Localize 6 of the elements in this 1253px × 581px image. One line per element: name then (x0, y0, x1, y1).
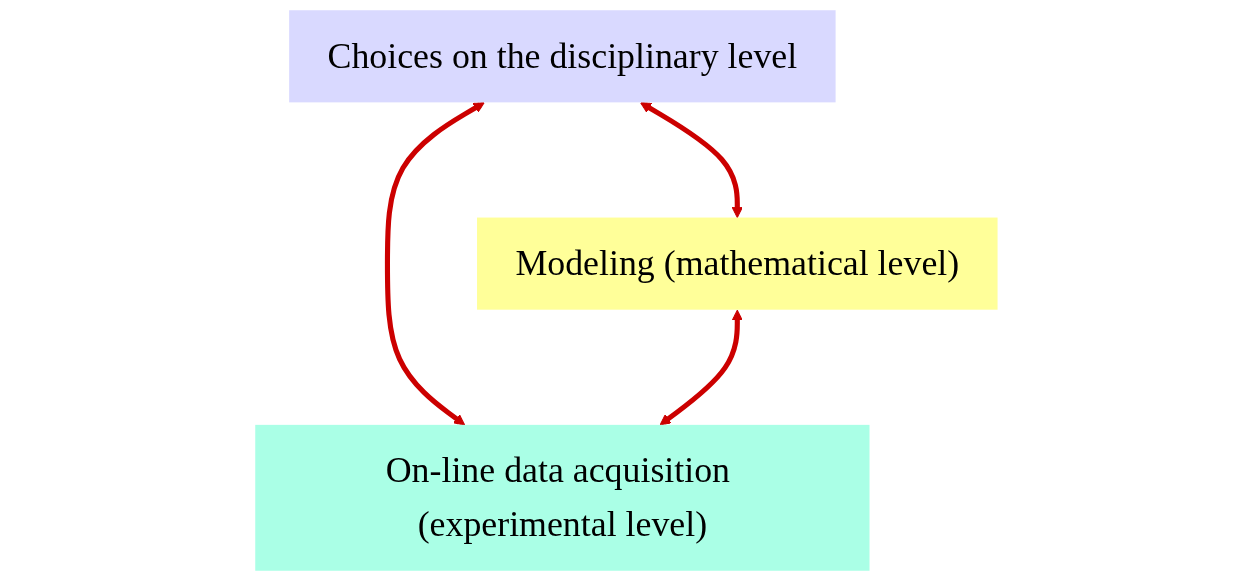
arrow (385, 102, 485, 426)
node-box: Modeling (mathematical level) (477, 217, 998, 310)
node-box: On-line data acquisition (experimental level) (255, 424, 870, 571)
arrow (659, 309, 743, 426)
node-box: Choices on the disciplinary level (289, 10, 836, 103)
arrow (640, 102, 743, 219)
